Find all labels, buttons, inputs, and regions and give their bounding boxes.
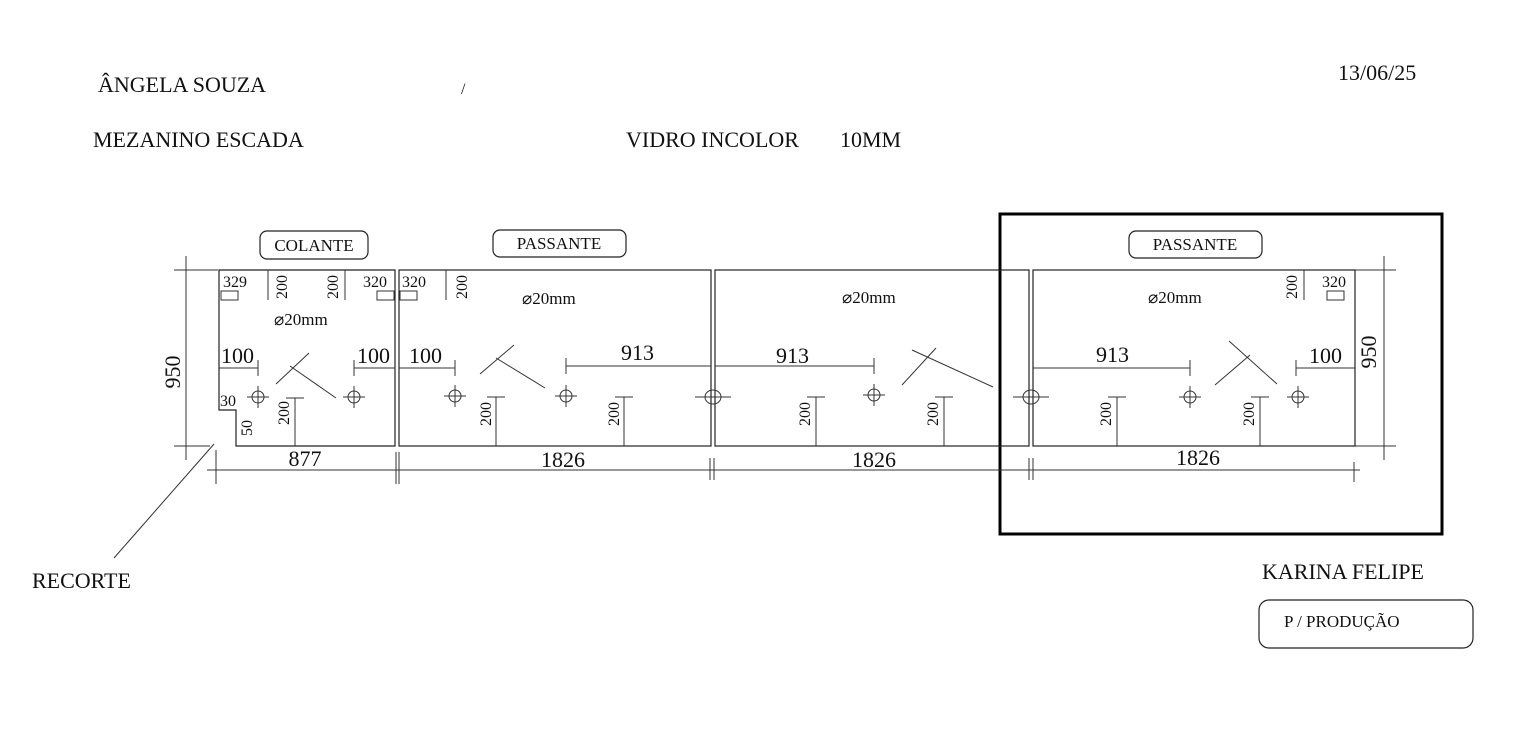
tag-passante-2-label: PASSANTE (1153, 235, 1237, 254)
drawing-date: 13/06/25 (1338, 60, 1416, 85)
glass-material: VIDRO INCOLOR (626, 127, 799, 152)
approver-name: KARINA FELIPE (1262, 559, 1424, 584)
joint-connector (695, 389, 731, 405)
panel-3-hole-label: ⌀20mm (842, 288, 896, 307)
panel-1-dim-b: 200 (274, 275, 291, 299)
panel-1-low-a: 30 (220, 393, 236, 410)
panel-3-low-b: 200 (925, 402, 942, 426)
panel-2-side-left: 100 (409, 343, 442, 368)
project-name: MEZANINO ESCADA (93, 127, 304, 152)
hole-markers (247, 384, 1309, 408)
width-dimension-line: 877 1826 1826 1826 (207, 445, 1360, 484)
panel-4-dim-a: 200 (1284, 275, 1301, 299)
panel-2-width: 1826 (541, 447, 585, 472)
panel-4-hole-label: ⌀20mm (1148, 288, 1202, 307)
panel-2-low-b: 200 (606, 402, 623, 426)
panel-3: ⌀20mm 913 200 200 (714, 269, 1030, 447)
hole-marker (247, 386, 269, 408)
hole-marker (343, 386, 365, 408)
cutout-label: RECORTE (32, 568, 131, 593)
panel-1-low-b: 200 (276, 401, 293, 425)
panel-1-dim-a: 329 (223, 274, 247, 291)
highlight-frame (998, 212, 1444, 536)
tag-passante-1: PASSANTE (492, 229, 627, 258)
panel-2: 320 200 ⌀20mm 100 913 200 200 (398, 269, 712, 447)
tag-passante-1-label: PASSANTE (517, 234, 601, 253)
panel-2-hole-label: ⌀20mm (522, 289, 576, 308)
glass-thickness: 10MM (840, 127, 901, 152)
panel-4-dim-b: 320 (1322, 274, 1346, 291)
header-mark: / (461, 81, 466, 98)
height-right-value: 950 (1356, 336, 1381, 369)
client-name: ÂNGELA SOUZA (98, 72, 266, 97)
panel-1-side-left: 100 (221, 343, 254, 368)
panel-4-side-right: 100 (1309, 343, 1342, 368)
panel-4-low-a: 200 (1098, 402, 1115, 426)
panel-3-side-left: 913 (776, 343, 809, 368)
panel-1-hole-label: ⌀20mm (274, 310, 328, 329)
joint-connector (1013, 389, 1049, 405)
joint-connectors (695, 389, 1049, 405)
panel-3-low-a: 200 (797, 402, 814, 426)
panel-2-side-right: 913 (621, 340, 654, 365)
status-text: P / PRODUÇÃO (1284, 612, 1400, 631)
panel-2-dim-a: 320 (402, 274, 426, 291)
hole-marker (1287, 386, 1309, 408)
hole-marker (1179, 386, 1201, 408)
panel-2-dim-b: 200 (454, 275, 471, 299)
panel-4-low-b: 200 (1241, 402, 1258, 426)
tag-passante-2: PASSANTE (1128, 230, 1263, 259)
tag-colante-label: COLANTE (274, 236, 353, 255)
cutout-leader (113, 443, 215, 559)
height-dimension-left: 950 (160, 256, 218, 460)
panel-1-side-right: 100 (357, 343, 390, 368)
height-left-value: 950 (160, 356, 185, 389)
tag-colante: COLANTE (259, 230, 369, 260)
panel-4-side-left: 913 (1096, 342, 1129, 367)
hole-marker (555, 385, 577, 407)
panel-1-width: 877 (289, 446, 322, 471)
panel-1-dim-d: 320 (363, 274, 387, 291)
panel-4: 200 320 ⌀20mm 913 100 200 200 (1032, 269, 1356, 447)
panel-1: 329 200 200 320 ⌀20mm 100 100 30 200 50 (218, 269, 396, 447)
panel-1-low-c: 50 (239, 420, 256, 436)
hole-marker (444, 385, 466, 407)
hole-marker (863, 384, 885, 406)
panel-3-width: 1826 (852, 447, 896, 472)
panel-2-low-a: 200 (478, 402, 495, 426)
height-dimension-right: 950 (1352, 256, 1396, 460)
panel-1-dim-c: 200 (325, 275, 342, 299)
panel-4-width: 1826 (1176, 445, 1220, 470)
status-badge: P / PRODUÇÃO (1258, 599, 1474, 649)
